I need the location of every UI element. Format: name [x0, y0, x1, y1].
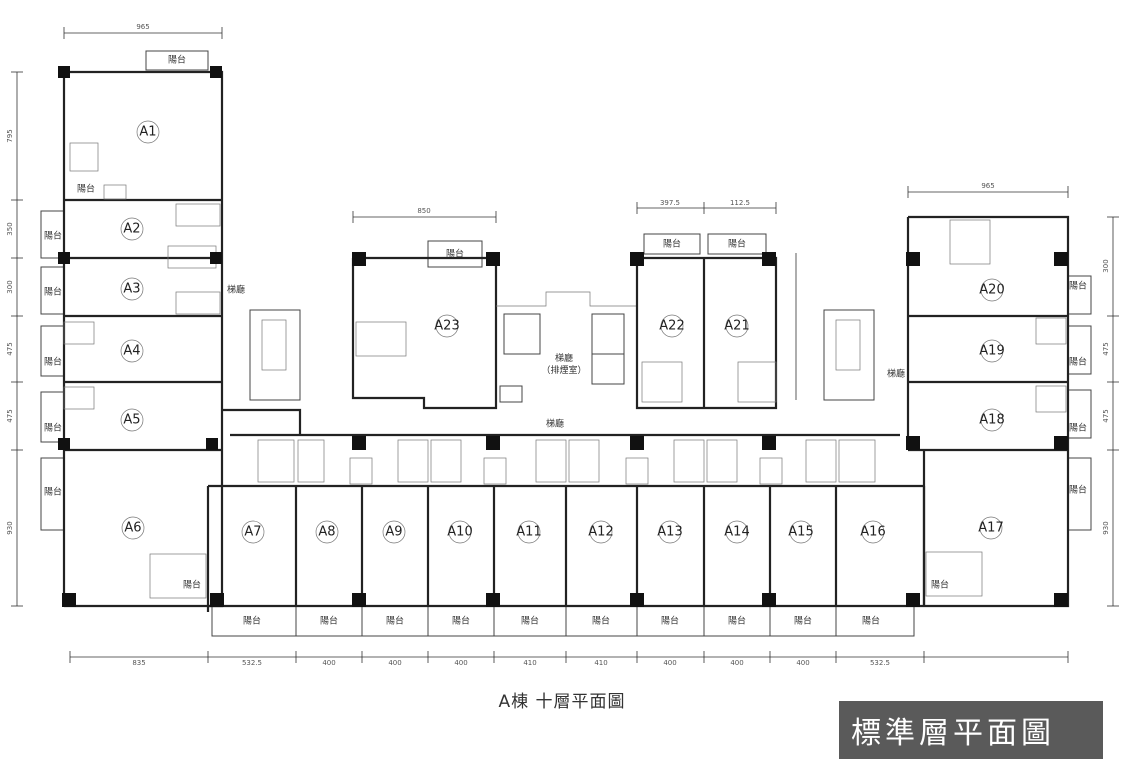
dim-bottom-0: 835	[132, 659, 145, 667]
unit-a12: A12	[588, 525, 613, 540]
unit-a21: A21	[724, 319, 749, 334]
unit-a11: A11	[516, 525, 541, 540]
watermark-text: 標準層平面圖	[851, 716, 1055, 751]
balcony-label: 陽台	[794, 615, 812, 627]
balcony-label: 陽台	[452, 615, 470, 627]
balcony-label: 陽台	[386, 615, 404, 627]
dim-top-a21: 112.5	[730, 199, 750, 207]
dim-right-1: 475	[1102, 342, 1110, 355]
unit-a16: A16	[860, 525, 885, 540]
unit-a13: A13	[657, 525, 682, 540]
dim-bottom-7: 400	[663, 659, 676, 667]
dim-left-5: 930	[6, 521, 14, 534]
balcony-label: 陽台	[1069, 280, 1087, 292]
balcony-label: 陽台	[592, 615, 610, 627]
dim-top-a22: 397.5	[660, 199, 680, 207]
balcony-label: 陽台	[446, 248, 464, 260]
unit-a23: A23	[434, 319, 459, 334]
unit-a4: A4	[123, 344, 140, 359]
balcony-label: 陽台	[243, 615, 261, 627]
dim-left-1: 350	[6, 222, 14, 235]
unit-a18: A18	[979, 413, 1004, 428]
balcony-label: 陽台	[44, 286, 62, 298]
stair-label: 梯廳	[546, 418, 564, 430]
dim-bottom-1: 532.5	[242, 659, 262, 667]
unit-a15: A15	[788, 525, 813, 540]
unit-a20: A20	[979, 283, 1004, 298]
stair-label: 梯廳	[227, 284, 245, 296]
smoke-stair-label: 梯廳（排煙室）	[541, 352, 586, 376]
unit-a10: A10	[447, 525, 472, 540]
dimension-lines	[11, 27, 1119, 663]
unit-a9: A9	[385, 525, 402, 540]
balcony-label: 陽台	[728, 238, 746, 250]
dim-right-2: 475	[1102, 409, 1110, 422]
balcony-label: 陽台	[862, 615, 880, 627]
dim-top-left: 965	[136, 23, 149, 31]
unit-a6: A6	[124, 521, 141, 536]
balcony-label: 陽台	[320, 615, 338, 627]
balcony-label: 陽台	[183, 579, 201, 591]
dim-bottom-10: 532.5	[870, 659, 890, 667]
balcony-label: 陽台	[931, 579, 949, 591]
balcony-label: 陽台	[44, 356, 62, 368]
dim-left-0: 795	[6, 129, 14, 142]
unit-a19: A19	[979, 344, 1004, 359]
unit-a5: A5	[123, 413, 140, 428]
balcony-label: 陽台	[168, 54, 186, 66]
unit-a7: A7	[244, 525, 261, 540]
balcony-label: 陽台	[44, 486, 62, 498]
unit-a22: A22	[659, 319, 684, 334]
unit-a17: A17	[978, 521, 1003, 536]
page-title: A棟 十層平面圖	[498, 692, 626, 712]
dim-top-right: 965	[981, 182, 994, 190]
walls	[62, 70, 1070, 612]
balcony-label: 陽台	[1069, 484, 1087, 496]
dim-bottom-2: 400	[322, 659, 335, 667]
balcony-label: 陽台	[77, 183, 95, 195]
dim-right-0: 300	[1102, 259, 1110, 272]
unit-labels: A1 A2 A3 A4 A5 A6 A7 A8 A9 A10 A11 A12 A…	[120, 120, 1005, 544]
dim-left-4: 475	[6, 409, 14, 422]
balcony-label: 陽台	[661, 615, 679, 627]
balcony-label: 陽台	[44, 230, 62, 242]
dimension-texts: 965 850 397.5 112.5 965 835 532.5 400 40…	[6, 23, 1110, 667]
unit-a1: A1	[139, 125, 156, 140]
dim-bottom-4: 400	[454, 659, 467, 667]
dim-left-2: 300	[6, 280, 14, 293]
columns	[58, 66, 1068, 607]
dim-right-3: 930	[1102, 521, 1110, 534]
balcony-label: 陽台	[728, 615, 746, 627]
unit-a3: A3	[123, 282, 140, 297]
dim-bottom-6: 410	[594, 659, 607, 667]
dim-bottom-3: 400	[388, 659, 401, 667]
dim-left-3: 475	[6, 342, 14, 355]
small-labels: 陽台 陽台 陽台 陽台 陽台 陽台 陽台 陽台 陽台 陽台 陽台 陽台 陽台 陽…	[44, 54, 1087, 627]
dim-bottom-8: 400	[730, 659, 743, 667]
dim-bottom-9: 400	[796, 659, 809, 667]
stair-label: 梯廳	[887, 368, 905, 380]
balcony-label: 陽台	[1069, 356, 1087, 368]
balcony-label: 陽台	[1069, 422, 1087, 434]
fixtures	[63, 142, 1067, 599]
unit-a8: A8	[318, 525, 335, 540]
dim-bottom-5: 410	[523, 659, 536, 667]
balcony-label: 陽台	[44, 422, 62, 434]
dim-top-mid: 850	[417, 207, 430, 215]
watermark-badge: 標準層平面圖	[839, 701, 1103, 759]
unit-a14: A14	[724, 525, 749, 540]
balcony-label: 陽台	[521, 615, 539, 627]
balcony-label: 陽台	[663, 238, 681, 250]
unit-a2: A2	[123, 222, 140, 237]
